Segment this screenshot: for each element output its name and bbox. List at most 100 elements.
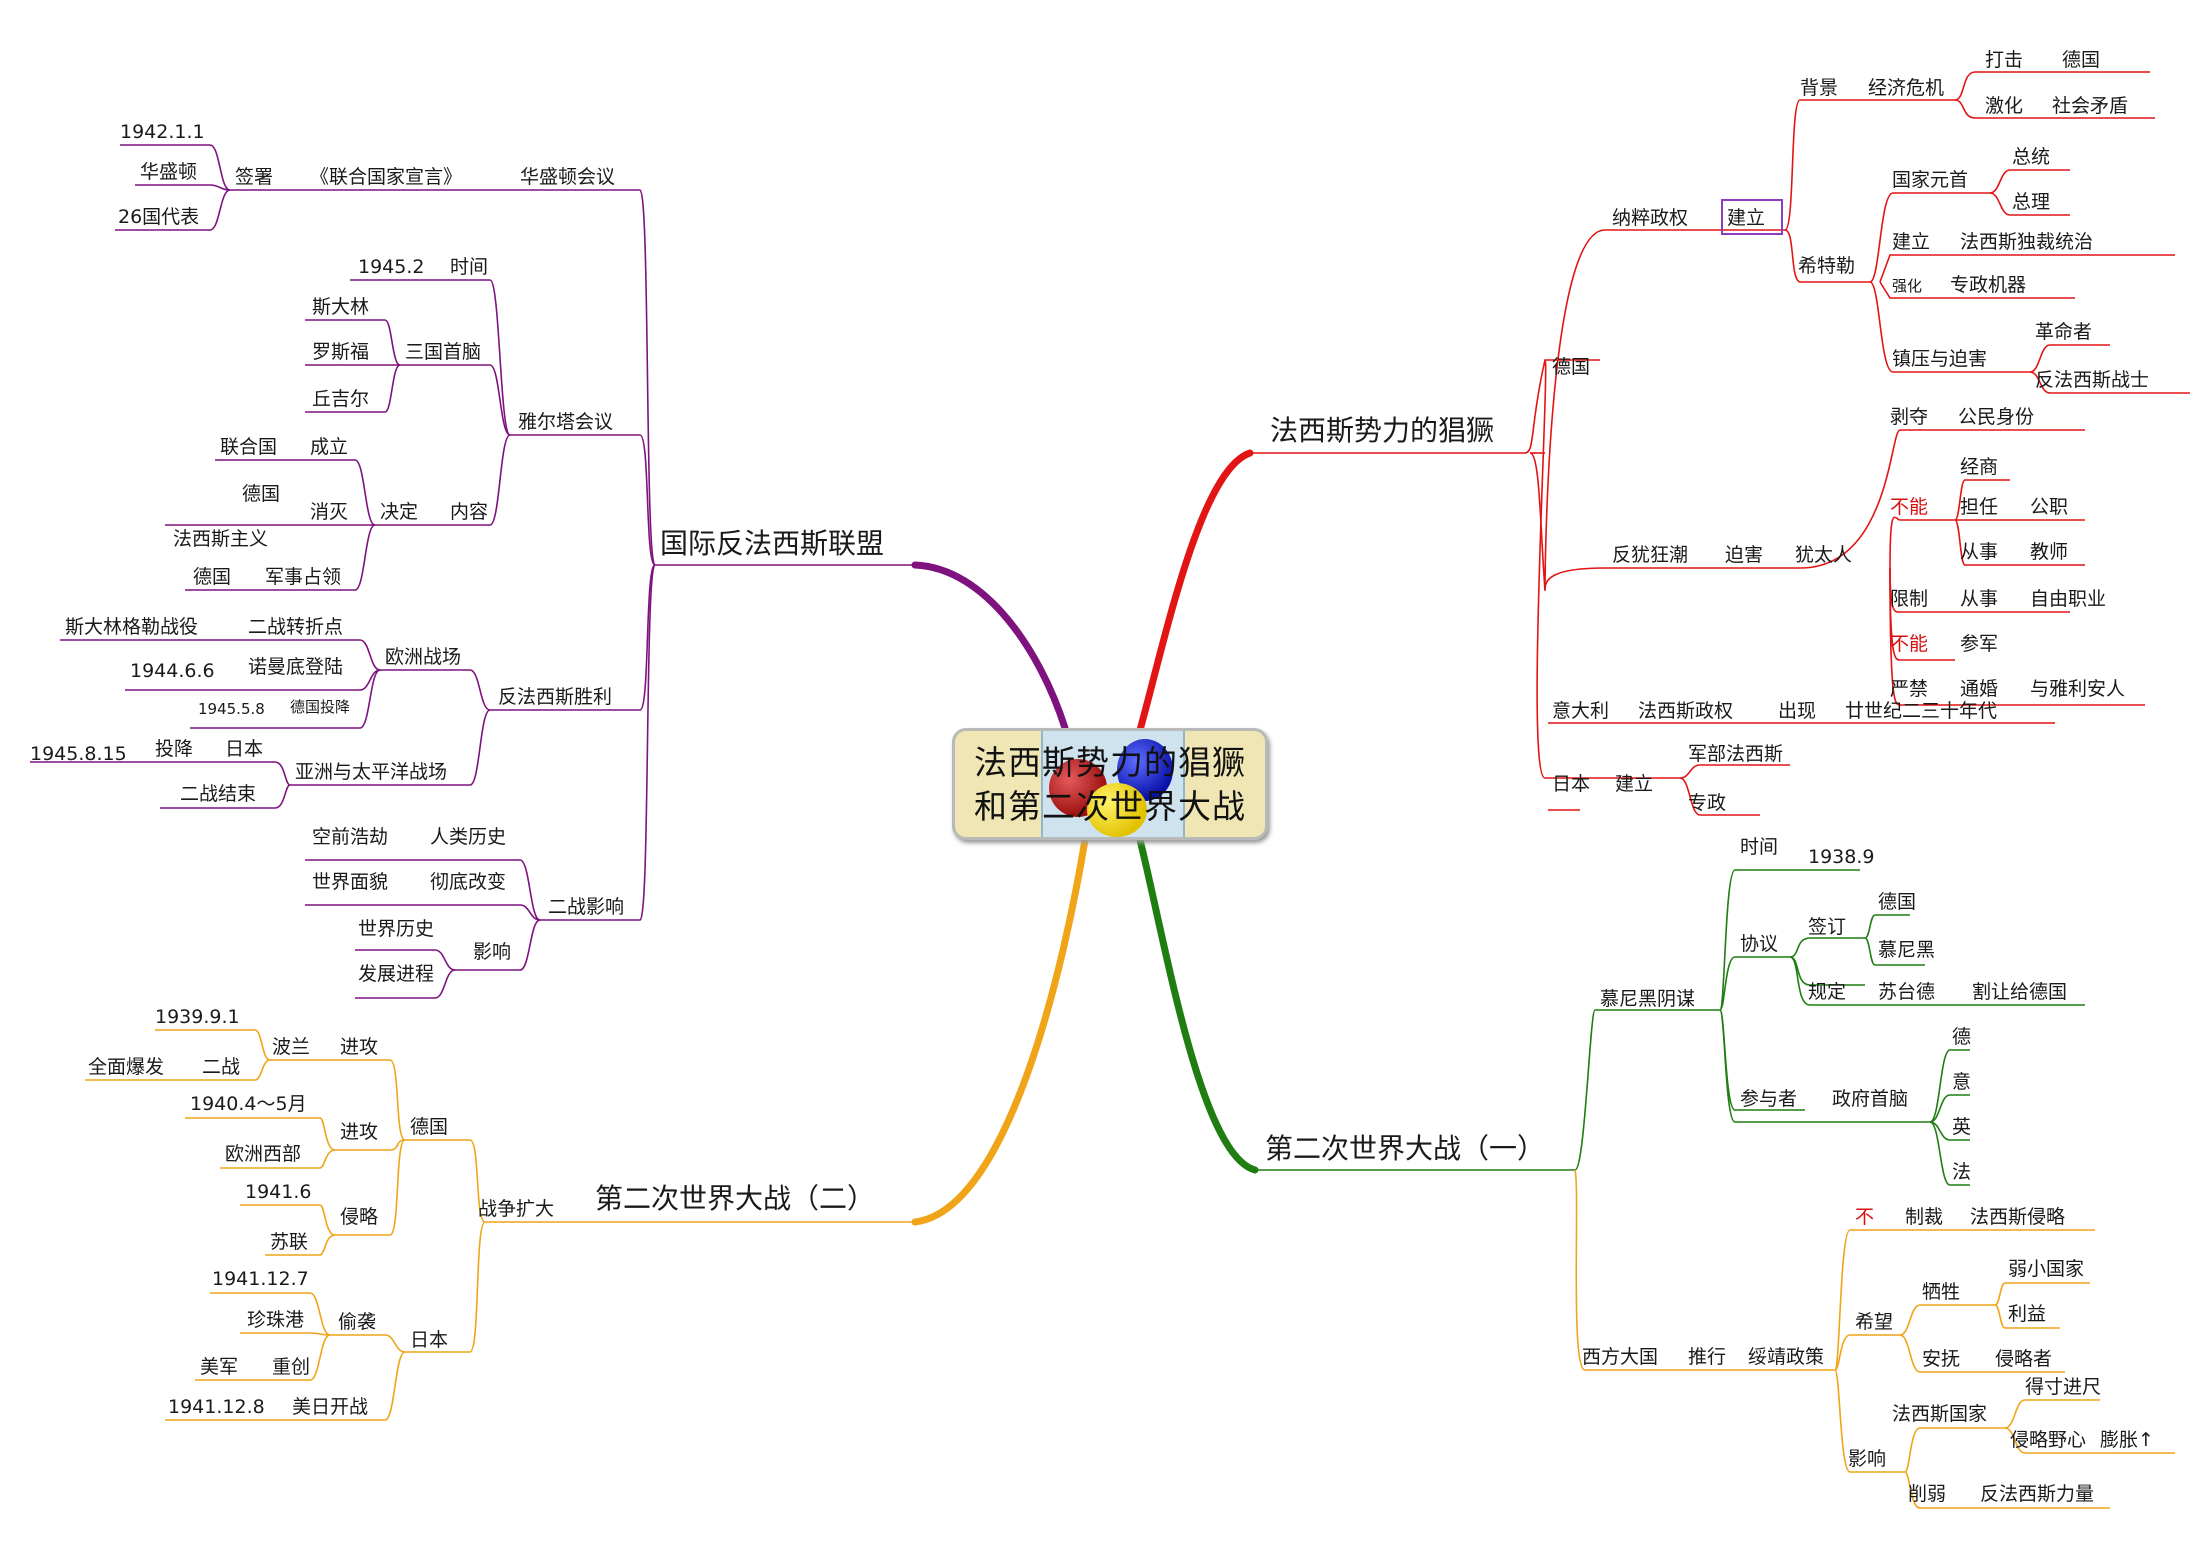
node-time: 时间 [1740, 836, 1778, 858]
center-topic: 法西斯势力的猖獗 和第二次世界大战 [952, 728, 1268, 840]
ww2-two-texts: 第二次世界大战（二） 战争扩大 德国 进攻 波兰 1939.9.1 二战 全面爆… [88, 1006, 875, 1418]
node-washington: 华盛顿 [140, 161, 197, 183]
ww2-two-branch-lines [85, 1029, 915, 1421]
node-d19452: 1945.2 [358, 256, 424, 278]
node-establish: 成立 [310, 436, 348, 458]
node-germany2: 德国 [2062, 49, 2100, 71]
node-victory: 反法西斯胜利 [498, 686, 612, 708]
node-de: 德 [1952, 1026, 1971, 1048]
alliance-branch-lines [30, 144, 915, 999]
node-italy: 意大利 [1552, 700, 1609, 722]
node-ambition: 侵略野心 [2010, 1429, 2086, 1451]
node-western-europe: 欧洲西部 [225, 1143, 301, 1165]
node-human-history: 人类历史 [430, 826, 506, 848]
node-hitler-establish: 建立 [1892, 231, 1930, 253]
node-president: 总统 [2012, 146, 2050, 168]
fascism-texts: 法西斯势力的猖獗 德国 纳粹政权 建立 背景 经济危机 打击 德国 激化 社会矛… [1270, 49, 2149, 814]
highlight-box [1721, 199, 1783, 235]
node-revolutionaries: 革命者 [2035, 321, 2092, 343]
node-ussr: 苏联 [270, 1231, 308, 1253]
node-yalta: 雅尔塔会议 [518, 411, 613, 433]
node-heads: 政府首脑 [1832, 1088, 1908, 1110]
node-appeasement: 绥靖政策 [1748, 1346, 1824, 1368]
node-sneak: 偷袭 [338, 1311, 376, 1333]
main-branch-green [1136, 836, 1259, 1174]
node-ww2: 二战 [202, 1056, 240, 1078]
node-twenties: 廿世纪二三十年代 [1845, 700, 1997, 722]
node-social-conflict: 社会矛盾 [2052, 95, 2128, 117]
main-branch-purple [911, 561, 1069, 732]
node-d1940: 1940.4～5月 [190, 1093, 307, 1115]
node-anti-force: 反法西斯力量 [1980, 1483, 2094, 1505]
node-western: 西方大国 [1582, 1346, 1658, 1368]
node-expansion: 战争扩大 [478, 1198, 554, 1220]
node-sanction: 制裁 [1905, 1206, 1943, 1228]
node-persecute: 迫害 [1725, 544, 1763, 566]
node-cannot2: 不能 [1890, 633, 1928, 655]
node-germany: 德国 [1878, 891, 1916, 913]
node-fa: 法 [1952, 1161, 1971, 1183]
node-thorough: 彻底改变 [430, 871, 506, 893]
node-appear: 出现 [1778, 700, 1816, 722]
node-surrender-de: 德国投降 [290, 698, 350, 716]
node-normandy: 诺曼底登陆 [248, 656, 343, 678]
node-pursue: 推行 [1688, 1346, 1726, 1368]
node-germany: 德国 [410, 1116, 448, 1138]
node-hold: 担任 [1960, 496, 1998, 518]
node-germany: 德国 [1552, 356, 1590, 378]
node-japan: 日本 [1552, 773, 1590, 795]
node-invade: 侵略 [340, 1206, 378, 1228]
node-strengthen: 强化 [1892, 277, 1922, 295]
node-suppress: 镇压与迫害 [1892, 348, 1987, 370]
node-fascist-states: 法西斯国家 [1892, 1403, 1987, 1425]
node-pearl: 珍珠港 [247, 1309, 304, 1331]
node-un: 联合国 [220, 436, 277, 458]
node-washington-conf: 华盛顿会议 [520, 166, 615, 188]
node-teacher: 教师 [2030, 541, 2068, 563]
node-jews: 犹太人 [1795, 544, 1852, 566]
yellow-balloon-icon [1087, 783, 1147, 837]
node-three-leaders: 三国首脑 [405, 341, 481, 363]
node-japan: 日本 [410, 1329, 448, 1351]
node-public-office: 公职 [2030, 496, 2068, 518]
node-sacrifice: 牺牲 [1922, 1281, 1960, 1303]
node-anti-jewish: 反犹狂潮 [1612, 544, 1688, 566]
node-dictatorship: 法西斯独裁统治 [1960, 231, 2093, 253]
node-greedier: 得寸进尺 [2025, 1376, 2101, 1398]
node-aggressor: 侵略者 [1995, 1348, 2052, 1370]
main-branch-orange [911, 836, 1089, 1226]
node-effect: 影响 [473, 941, 511, 963]
node-chancellor: 总理 [2012, 191, 2050, 213]
node-cede: 割让给德国 [1972, 981, 2067, 1003]
branch-title-ww2-two: 第二次世界大战（二） [595, 1182, 875, 1215]
node-full-outbreak: 全面爆发 [88, 1056, 164, 1078]
node-us-army: 美军 [200, 1356, 238, 1378]
node-hitler: 希特勒 [1798, 255, 1855, 277]
node-fascist-regime: 法西斯政权 [1638, 700, 1733, 722]
center-title-line2: 和第二次世界大战 [974, 787, 1246, 826]
node-d19411208: 1941.12.8 [168, 1396, 265, 1418]
node-restrict: 限制 [1890, 588, 1928, 610]
node-d19450508: 1945.5.8 [198, 700, 265, 718]
node-fascism: 法西斯主义 [173, 528, 268, 550]
fascism-branch-lines [1250, 71, 2190, 816]
node-strike: 打击 [1985, 49, 2023, 71]
node-japan-establish: 建立 [1615, 773, 1653, 795]
node-munich-city: 慕尼黑 [1878, 939, 1935, 961]
node-stalingrad: 斯大林格勒战役 [65, 616, 198, 638]
node-intensify: 激化 [1985, 95, 2023, 117]
node-with-aryans: 与雅利安人 [2030, 678, 2125, 700]
node-europe: 欧洲战场 [385, 646, 461, 668]
node-influence: 影响 [1848, 1448, 1886, 1470]
node-join-army: 参军 [1960, 633, 1998, 655]
node-eliminate: 消灭 [310, 501, 348, 523]
node-not: 不 [1855, 1206, 1874, 1228]
node-background: 背景 [1800, 77, 1838, 99]
branch-title-alliance: 国际反法西斯联盟 [660, 527, 884, 560]
node-time: 时间 [450, 256, 488, 278]
node-head-of-state: 国家元首 [1892, 169, 1968, 191]
node-aggression: 法西斯侵略 [1970, 1206, 2065, 1228]
node-agreement: 协议 [1740, 933, 1778, 955]
node-attack1: 进攻 [340, 1036, 378, 1058]
